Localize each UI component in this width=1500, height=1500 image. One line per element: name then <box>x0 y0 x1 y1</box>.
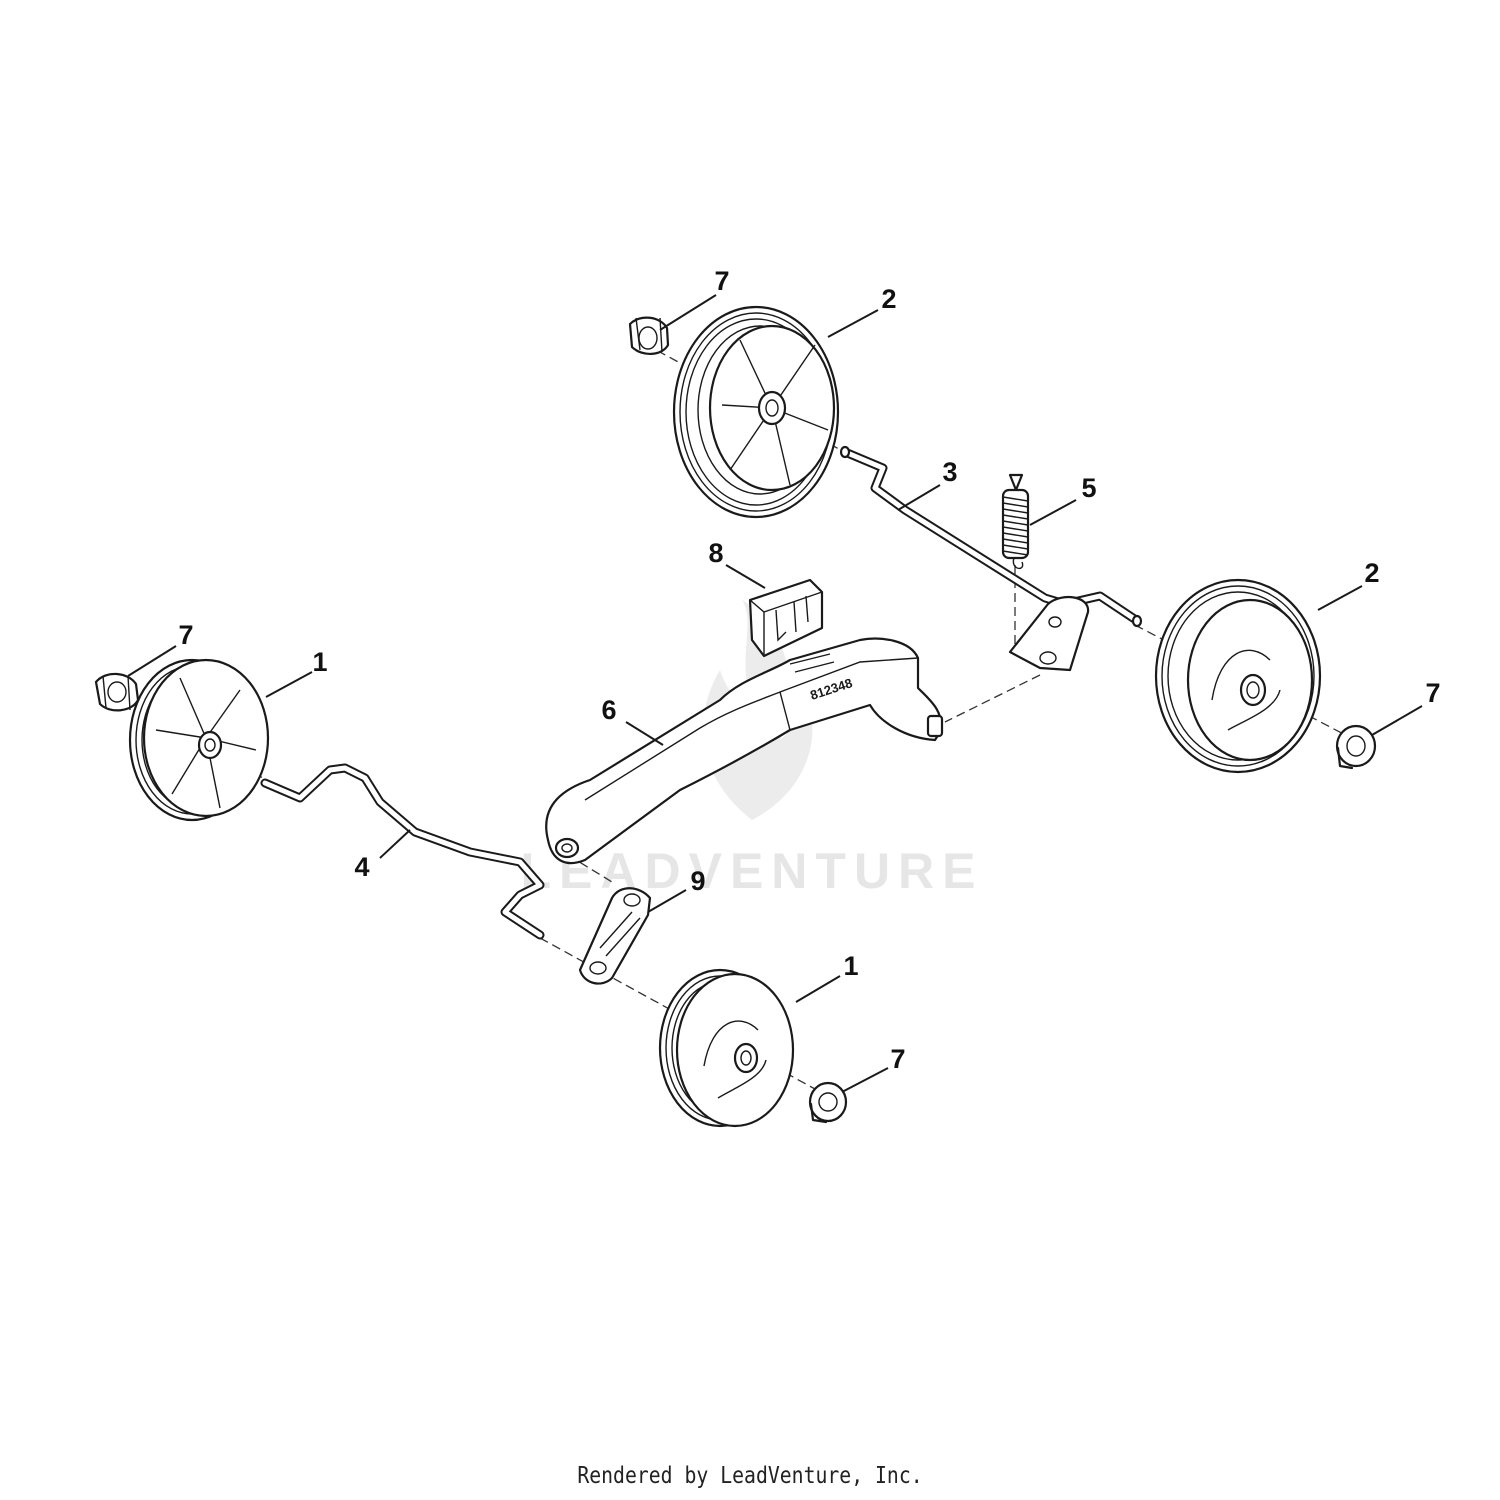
callout-axle-bracket[interactable]: 9 <box>690 866 705 896</box>
leader-rear-wheel-left <box>827 309 879 338</box>
callout-pivot-bracket[interactable]: 8 <box>708 538 723 568</box>
rear-axle[interactable] <box>839 445 1143 628</box>
rear-wheel-right[interactable] <box>1154 578 1322 774</box>
leader-front-axle <box>379 829 411 859</box>
front-hubcap-left[interactable] <box>94 672 140 712</box>
axis-line-bar-link <box>944 674 1041 723</box>
rear-pivot-plate[interactable] <box>1008 595 1090 672</box>
callout-front-hubcap-left[interactable]: 7 <box>178 620 193 650</box>
callout-rear-wheel-right[interactable]: 2 <box>1364 558 1379 588</box>
leader-front-wheel-left <box>265 671 313 698</box>
leader-height-adjust-bar <box>625 721 664 746</box>
callout-front-wheel-right[interactable]: 1 <box>843 951 858 981</box>
leader-rear-hubcap-left <box>659 294 717 331</box>
height-adjust-bar[interactable]: 812348 <box>545 637 944 865</box>
callout-rear-wheel-left[interactable]: 2 <box>881 284 896 314</box>
leader-front-wheel-right <box>795 975 841 1003</box>
rear-hubcap-left[interactable] <box>628 316 670 355</box>
front-wheel-left[interactable] <box>128 658 270 822</box>
callout-front-hubcap-right[interactable]: 7 <box>890 1044 905 1074</box>
leader-lines <box>127 294 1423 1093</box>
callout-front-axle[interactable]: 4 <box>354 852 369 882</box>
leader-rear-axle <box>897 484 941 511</box>
front-axle[interactable] <box>260 763 545 940</box>
leader-pivot-bracket <box>725 564 766 589</box>
axle-bracket[interactable] <box>578 887 652 985</box>
front-hubcap-right[interactable] <box>808 1081 848 1124</box>
rear-wheel-left[interactable] <box>672 305 840 519</box>
leader-axle-bracket <box>647 889 687 913</box>
front-wheel-right[interactable] <box>658 968 795 1128</box>
leader-front-hubcap-right <box>841 1067 889 1093</box>
leader-rear-wheel-right <box>1317 585 1363 611</box>
leader-rear-hubcap-right <box>1371 705 1423 736</box>
pivot-bracket[interactable] <box>748 578 824 658</box>
callout-spring[interactable]: 5 <box>1081 473 1096 503</box>
callout-rear-hubcap-left[interactable]: 7 <box>714 266 729 296</box>
callout-numbers: 7 2 3 5 2 7 8 6 7 1 4 9 1 7 <box>178 266 1440 1074</box>
rear-hubcap-right[interactable] <box>1335 724 1377 770</box>
spring[interactable] <box>1001 473 1030 569</box>
leader-front-hubcap-left <box>127 645 177 677</box>
leader-spring <box>1029 499 1077 526</box>
callout-front-wheel-left[interactable]: 1 <box>312 647 327 677</box>
footer-credit: Rendered by LeadVenture, Inc. <box>577 1463 923 1489</box>
callout-rear-hubcap-right[interactable]: 7 <box>1425 678 1440 708</box>
callout-rear-axle[interactable]: 3 <box>942 457 957 487</box>
callout-height-adjust-bar[interactable]: 6 <box>601 695 616 725</box>
